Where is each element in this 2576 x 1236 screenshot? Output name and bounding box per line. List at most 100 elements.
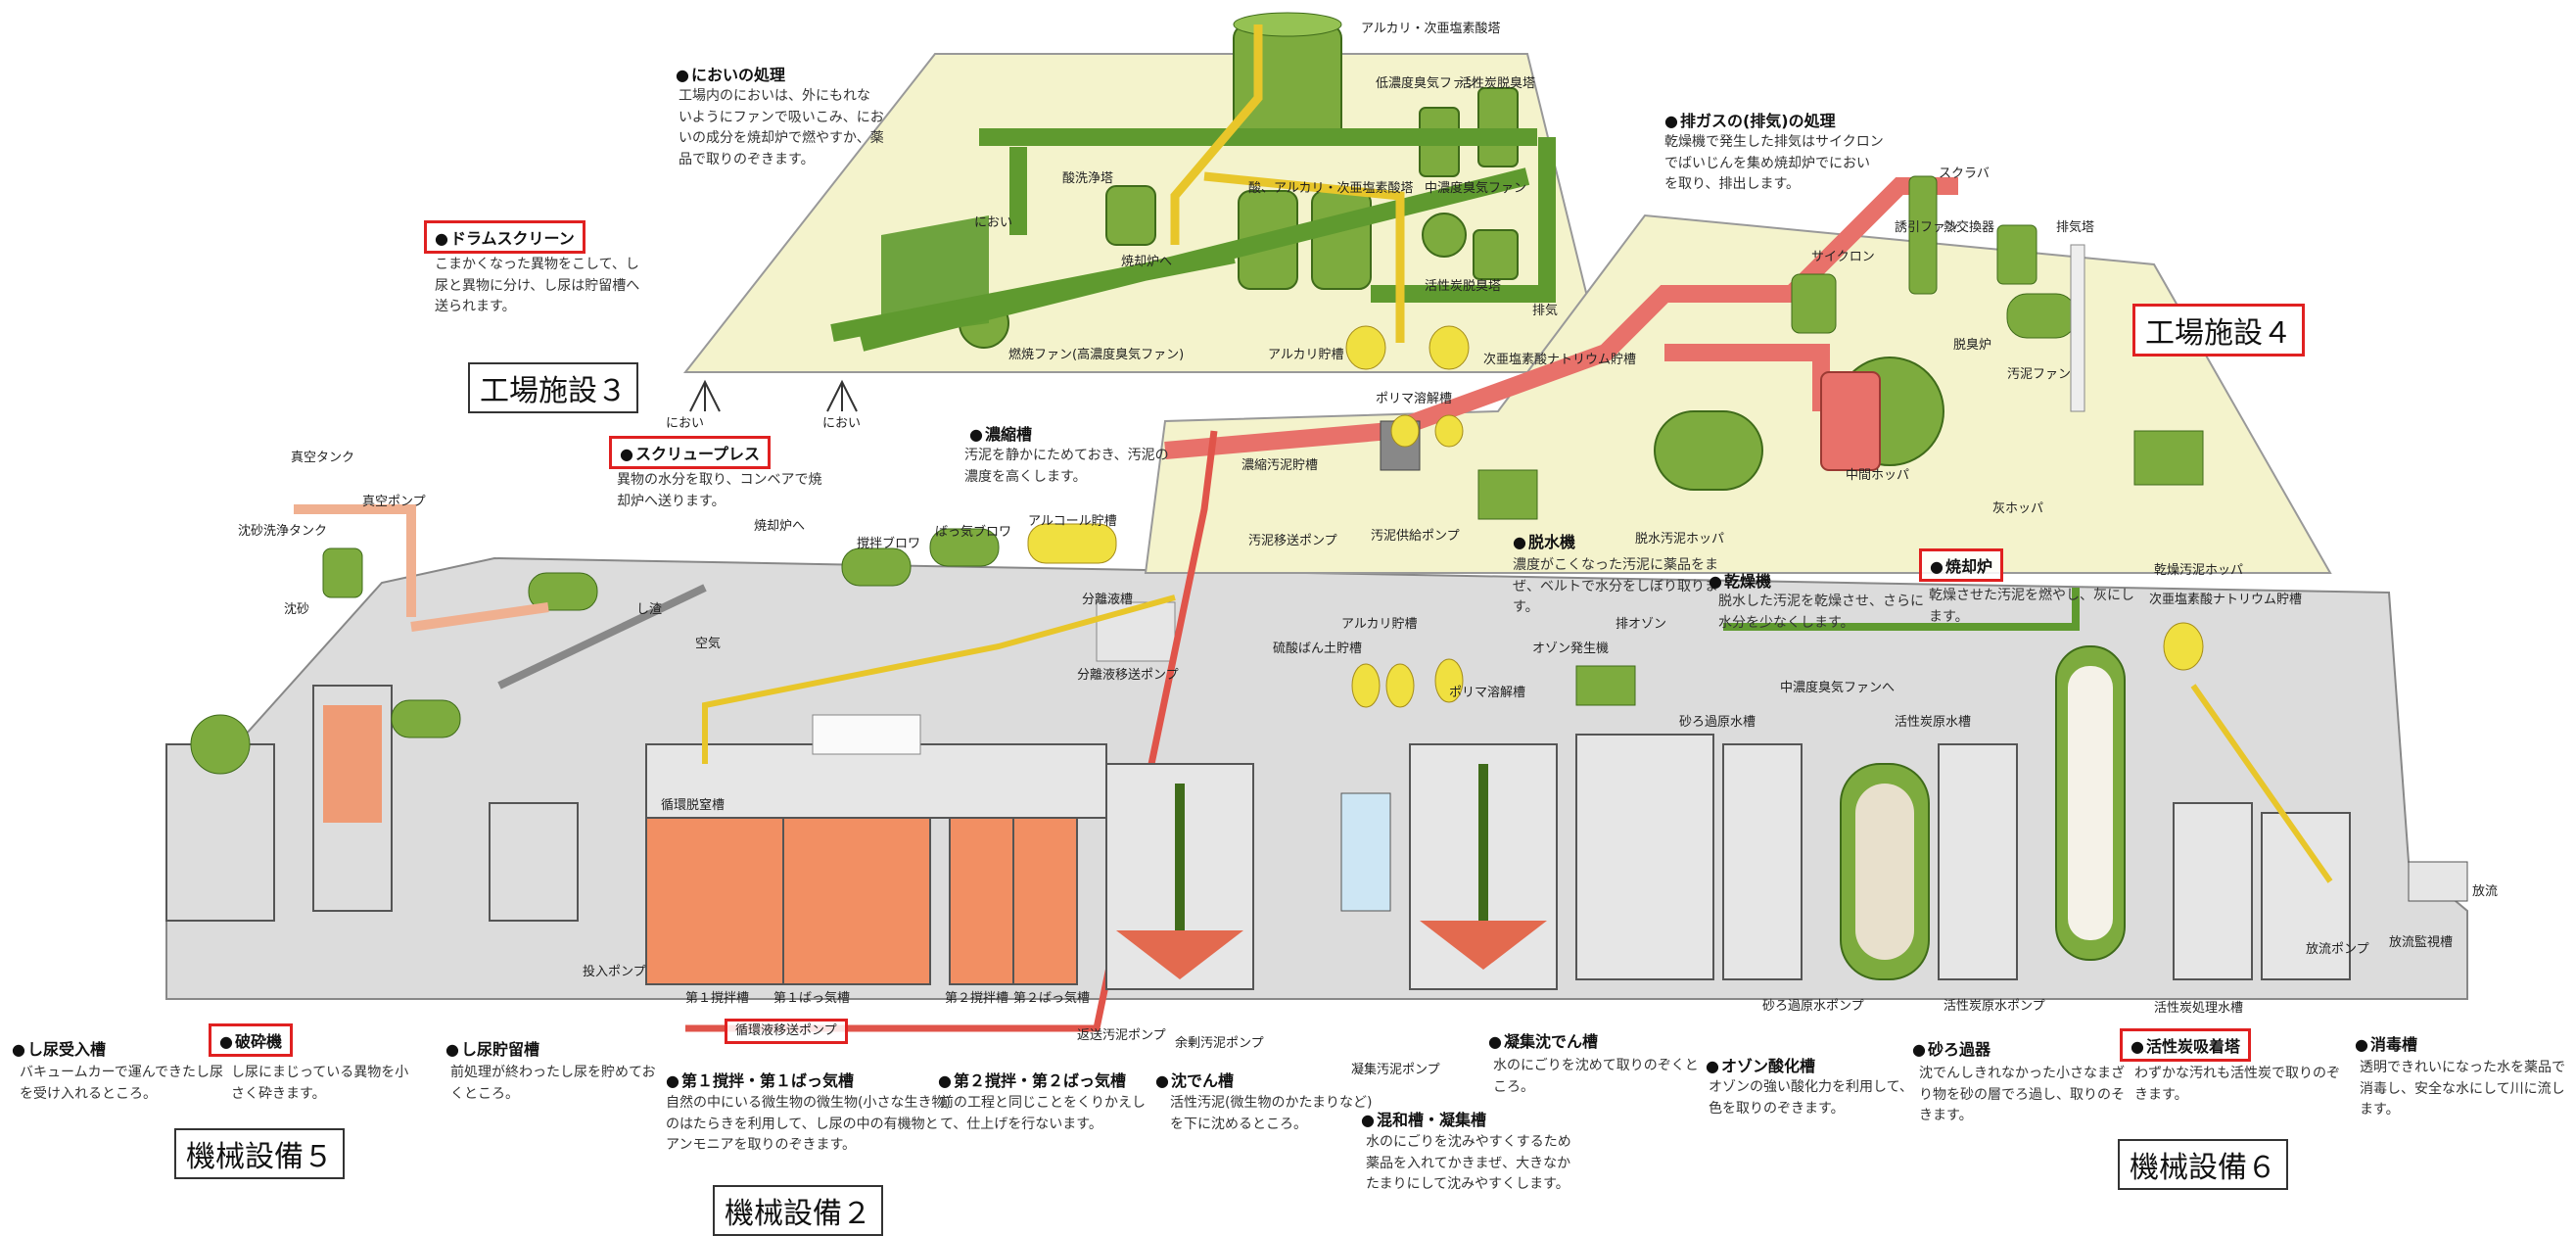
label-polymer-tank: ポリマ溶解槽 (1376, 392, 1453, 406)
label-smell-3: におい (822, 416, 862, 431)
odor-title: においの処理 (676, 62, 785, 85)
label-to-incinerator-2: 焼却炉へ (754, 519, 806, 534)
label-separator: 分離液槽 (1082, 593, 1134, 607)
label-excess-pump: 余剰汚泥ポンプ (1175, 1036, 1264, 1051)
label-waste-ozone: 排オゾン (1616, 617, 1667, 632)
label-alkali-tank-2: アルカリ貯槽 (1341, 617, 1418, 632)
intake-title: し尿受入槽 (12, 1036, 106, 1060)
screw-press-text: 異物の水分を取り、コンベアで焼 却炉へ送ります。 (617, 472, 822, 509)
label-s2-air: 第２ばっ気槽 (1013, 991, 1091, 1006)
label-dewatered-hopper: 脱水汚泥ホッパ (1635, 532, 1725, 547)
label-carbon-tower-top2: 活性炭脱臭塔 (1425, 279, 1502, 294)
label-air-blower: ばっ気ブロワ (935, 525, 1012, 540)
label-ozone-to-mid-fan: 中濃度臭気ファンへ (1780, 681, 1896, 695)
label-to-incinerator: 焼却炉へ (1121, 255, 1173, 269)
storage-title: し尿貯留槽 (445, 1036, 539, 1060)
exhaust-title: 排ガスの(排気)の処理 (1664, 108, 1836, 131)
label-sludge-pump: 汚泥移送ポンプ (1248, 534, 1337, 548)
coag-settle-title: 凝集沈でん槽 (1488, 1028, 1598, 1052)
advanced-tanks (1575, 588, 2468, 980)
carbon-title: 活性炭吸着塔 (2120, 1028, 2251, 1062)
label-deodor-furnace: 脱臭炉 (1953, 338, 1992, 353)
label-heat-exchanger: 熱交換器 (1944, 220, 1995, 235)
odor-text: 工場内のにおいは、外にもれな いようにファンで吸いこみ、にお いの成分を焼却炉で… (679, 88, 884, 168)
label-ash-hopper: 灰ホッパ (1992, 501, 2044, 516)
label-grit-tank: 沈砂洗浄タンク (238, 524, 328, 539)
sand-title: 砂ろ過器 (1912, 1036, 1991, 1060)
ozone-title: オゾン酸化槽 (1706, 1053, 1815, 1076)
label-mid-fan: 中濃度臭気ファン (1425, 181, 1527, 196)
settling-title: 沈でん槽 (1155, 1068, 1234, 1091)
carbon-text: わずかな汚れも活性炭で取りのぞ きます。 (2134, 1066, 2340, 1103)
label-alum-tank: 硫酸ばん土貯槽 (1273, 642, 1363, 656)
stage2-text: 前の工程と同じことをくりかえし て、仕上げを行ないます。 (940, 1095, 1146, 1132)
label-carbon-treated: 活性炭処理水槽 (2154, 1001, 2244, 1016)
label-return-pump: 返送汚泥ポンプ (1077, 1028, 1166, 1043)
drum-screen-title: ドラムスクリーン (424, 220, 585, 254)
settling-tanks (1105, 658, 1558, 990)
label-discharge: 放流 (2472, 884, 2499, 899)
label-vacuum-pump: 真空ポンプ (362, 495, 426, 509)
odor-equipment (830, 12, 1556, 370)
label-s2-stir: 第２撹拌槽 (945, 991, 1009, 1006)
screw-press-title: スクリュープレス (609, 436, 772, 469)
label-carbon-tower-top: 活性炭脱臭塔 (1459, 76, 1536, 91)
label-carbon-pump: 活性炭原水ポンプ (1944, 999, 2045, 1014)
frame-machine-2: 機械設備２ (713, 1185, 883, 1236)
dehydrator-title: 脱水機 (1513, 529, 1575, 552)
disinfect-title: 消毒槽 (2355, 1031, 2417, 1055)
crusher-text: し尿にまじっている異物を小 さく砕きます。 (231, 1065, 409, 1102)
incinerator-text: 乾燥させた汚泥を燃やし、灰にし ます。 (1929, 588, 2134, 625)
stage1-text: 自然の中にいる微生物の微生物(小さな生き物) のはたらきを利用して、し尿の中の有… (666, 1095, 951, 1154)
disinfect-text: 透明できれいになった水を薬品で 消毒し、安全な水にして川に流し ます。 (2360, 1060, 2565, 1118)
label-hypo-tank-2: 次亜塩素酸ナトリウム貯槽 (2149, 593, 2303, 607)
label-sand-pump: 砂ろ過原水ポンプ (1762, 999, 1864, 1014)
frame-machine-5: 機械設備５ (174, 1128, 345, 1179)
label-acid-tower: 酸洗浄塔 (1062, 171, 1114, 186)
frame-factory-4: 工場施設４ (2132, 304, 2305, 357)
label-air: 空気 (695, 637, 722, 651)
label-induced-fan: 誘引ファン (1895, 220, 1959, 235)
label-alkali-tank: アルカリ貯槽 (1268, 348, 1344, 362)
drum-screen-text: こまかくなった異物をこして、し 尿と異物に分け、し尿は貯留槽へ 送られます。 (435, 257, 640, 315)
label-acid-alkali-tower: 酸、アルカリ・次亜塩素酸塔 (1248, 181, 1414, 196)
coag-settle-text: 水のにごりを沈めて取りのぞくと ころ。 (1493, 1058, 1699, 1095)
label-separator-pump: 分離液移送ポンプ (1077, 668, 1179, 683)
bio-tanks (645, 430, 1218, 1032)
dryer-title: 乾燥機 (1709, 568, 1771, 592)
settling-text: 活性汚泥(微生物のかたまりなど) を下に沈めるところ。 (1170, 1095, 1373, 1132)
frame-factory-3: 工場施設３ (468, 362, 638, 413)
label-discharge-tank: 放流監視槽 (2389, 935, 2454, 950)
label-recirc-pump: 循環液移送ポンプ (725, 1019, 848, 1045)
label-screenings: し渣 (636, 602, 663, 617)
label-s1-stir: 第１撹拌槽 (685, 991, 750, 1006)
label-sludge-tank: 濃縮汚泥貯槽 (1241, 458, 1319, 473)
mixing-title: 混和槽・凝集槽 (1361, 1107, 1486, 1130)
mixing-text: 水のにごりを沈みやすくするため 薬品を入れてかきまぜ、大きなか たまりにして沈み… (1366, 1134, 1571, 1193)
label-alcohol-tank: アルコール貯槽 (1028, 514, 1117, 529)
concentrator-title: 濃縮槽 (969, 421, 1032, 445)
incinerator-title: 焼却炉 (1919, 548, 2003, 582)
flow-arrows (689, 379, 858, 412)
label-alkali-tower: アルカリ・次亜塩素酸塔 (1361, 22, 1501, 36)
frame-machine-6: 機械設備６ (2118, 1139, 2288, 1190)
label-coag-pump: 凝集汚泥ポンプ (1351, 1063, 1440, 1077)
label-discharge-pump: 放流ポンプ (2306, 942, 2369, 957)
label-polymer-2: ポリマ溶解槽 (1449, 686, 1526, 700)
label-sand-raw-tank: 砂ろ過原水槽 (1679, 715, 1756, 730)
crusher-title: 破砕機 (209, 1023, 293, 1057)
sand-text: 沈でんしきれなかった小さなまざ り物を砂の層でろ過し、取りのそ きます。 (1919, 1066, 2125, 1124)
incineration-equipment (1164, 175, 2204, 520)
label-hypochlorite-tank: 次亜塩素酸ナトリウム貯槽 (1483, 353, 1637, 367)
exhaust-text: 乾燥機で発生した排気はサイクロン でばいじんを集め焼却炉でにおい を取り、排出し… (1664, 134, 1884, 193)
dryer-text: 脱水した汚泥を乾燥させ、さらに 水分を少なくします。 (1718, 594, 1924, 631)
label-dry-hopper: 乾燥汚泥ホッパ (2154, 563, 2244, 578)
ozone-text: オゾンの強い酸化力を利用して、 色を取りのぞきます。 (1709, 1079, 1913, 1117)
label-sludge-feed-pump: 汚泥供給ポンプ (1371, 529, 1460, 544)
label-smell-1: におい (974, 215, 1013, 230)
label-stack: 排気塔 (2056, 220, 2095, 235)
label-transfer-pump: 投入ポンプ (583, 965, 646, 979)
concentrator-text: 汚泥を静かにためておき、汚泥の 濃度を高くします。 (964, 448, 1169, 485)
label-high-fan: 燃焼ファン(高濃度臭気ファン) (1008, 348, 1185, 362)
label-exhaust-out: 排気 (1532, 304, 1559, 318)
